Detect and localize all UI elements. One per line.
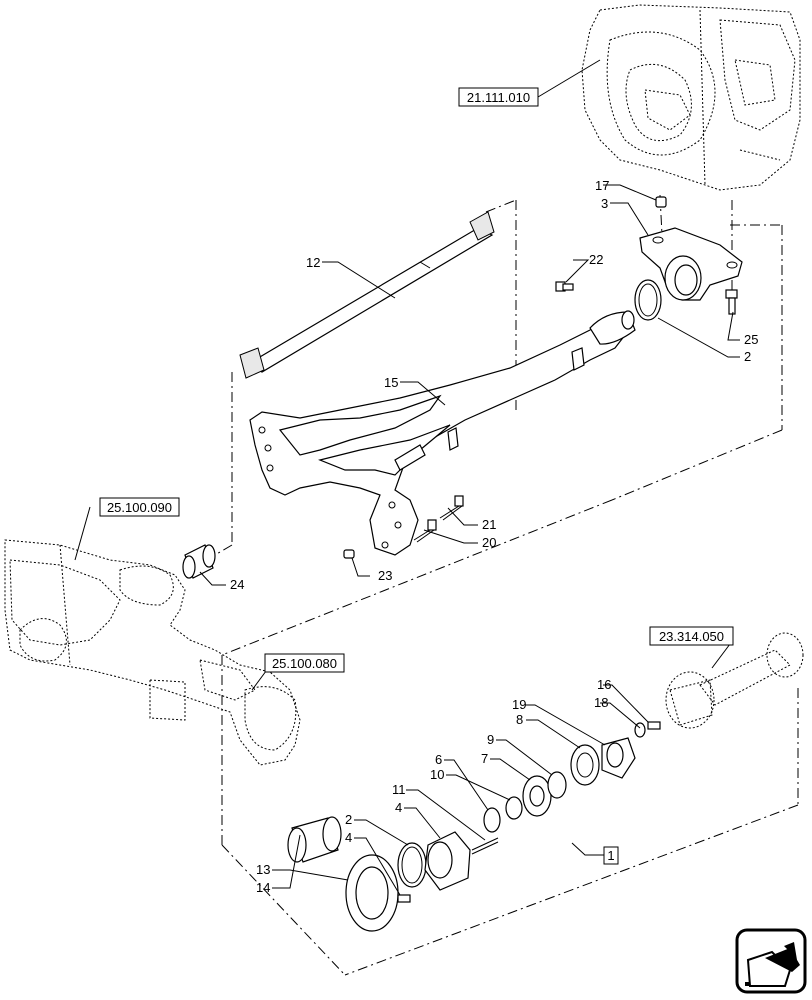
- callout-2-lower: 2: [345, 812, 352, 827]
- callout-10: 10: [430, 767, 444, 782]
- assembly-box-1: 1: [603, 846, 619, 865]
- part-9-ring: [547, 771, 567, 799]
- ref-box-25-100-080[interactable]: 25.100.080: [264, 653, 345, 673]
- leader-lines: [74, 59, 740, 896]
- callout-18: 18: [594, 695, 608, 710]
- part-5-housing: [424, 831, 471, 891]
- callout-20: 20: [482, 535, 496, 550]
- callout-23: 23: [378, 568, 392, 583]
- part-15-axle-support: [249, 310, 636, 556]
- part-11-screw: [471, 837, 499, 855]
- callout-15: 15: [384, 375, 398, 390]
- part-17-pin: [655, 196, 667, 208]
- part-14-sleeve: [287, 816, 342, 863]
- callout-12: 12: [306, 255, 320, 270]
- callout-4: 4: [345, 830, 352, 845]
- callout-22: 22: [589, 252, 603, 267]
- assembly-box-label: 1: [607, 848, 614, 863]
- part-22-bolt: [555, 281, 574, 292]
- ref-text-21-111-010: 21.111.010: [467, 90, 530, 105]
- part-8-washer: [570, 744, 600, 786]
- part-7-bearing: [522, 775, 552, 817]
- callout-19: 19: [512, 697, 526, 712]
- callout-13: 13: [256, 862, 270, 877]
- ref-text-25-100-090: 25.100.090: [107, 500, 172, 515]
- part-12-shaft: [239, 211, 495, 379]
- part-2-ring-lower: [397, 842, 427, 888]
- part-16-bolt: [647, 721, 661, 730]
- transmission-housing-ghost: [581, 4, 801, 191]
- callout-9: 9: [487, 732, 494, 747]
- callout-6: 6: [435, 752, 442, 767]
- part-3-bracket: [639, 227, 743, 301]
- part-21-bolt: [439, 495, 464, 521]
- ref-box-21-111-010[interactable]: 21.111.010: [458, 87, 539, 107]
- ref-box-23-314-050[interactable]: 23.314.050: [649, 626, 734, 646]
- callout-24: 24: [230, 577, 244, 592]
- callout-2-upper: 2: [744, 349, 751, 364]
- callout-labels: 17 3 12 22 25 2 15 21 20 23 24 16 18 19 …: [230, 178, 758, 895]
- callout-7: 7: [481, 751, 488, 766]
- next-page-arrow-icon[interactable]: [735, 928, 807, 994]
- callout-5: 4: [395, 800, 402, 815]
- part-4-bolt: [397, 894, 411, 903]
- callout-17: 17: [595, 178, 609, 193]
- part-23-pin: [343, 549, 355, 559]
- part-13-seal-housing: [345, 854, 399, 932]
- part-10-ring: [505, 796, 523, 820]
- callout-21: 21: [482, 517, 496, 532]
- part-19-flange: [601, 737, 636, 779]
- drive-shaft-ghost: [665, 632, 804, 729]
- assembly-center-lines: [214, 194, 799, 976]
- axle-housing-ghost: [4, 539, 301, 766]
- callout-14: 14: [256, 880, 270, 895]
- callout-3: 3: [601, 196, 608, 211]
- callout-8: 8: [516, 712, 523, 727]
- callout-11: 11: [392, 782, 406, 797]
- part-2-ring-upper: [634, 279, 662, 321]
- callout-16: 16: [597, 677, 611, 692]
- part-25-bolt: [725, 289, 738, 315]
- part-6-oring: [483, 807, 501, 833]
- ref-text-25-100-080: 25.100.080: [272, 656, 337, 671]
- part-24-bushing: [182, 544, 216, 579]
- ref-text-23-314-050: 23.314.050: [659, 629, 724, 644]
- ref-box-25-100-090[interactable]: 25.100.090: [99, 497, 180, 517]
- callout-25: 25: [744, 332, 758, 347]
